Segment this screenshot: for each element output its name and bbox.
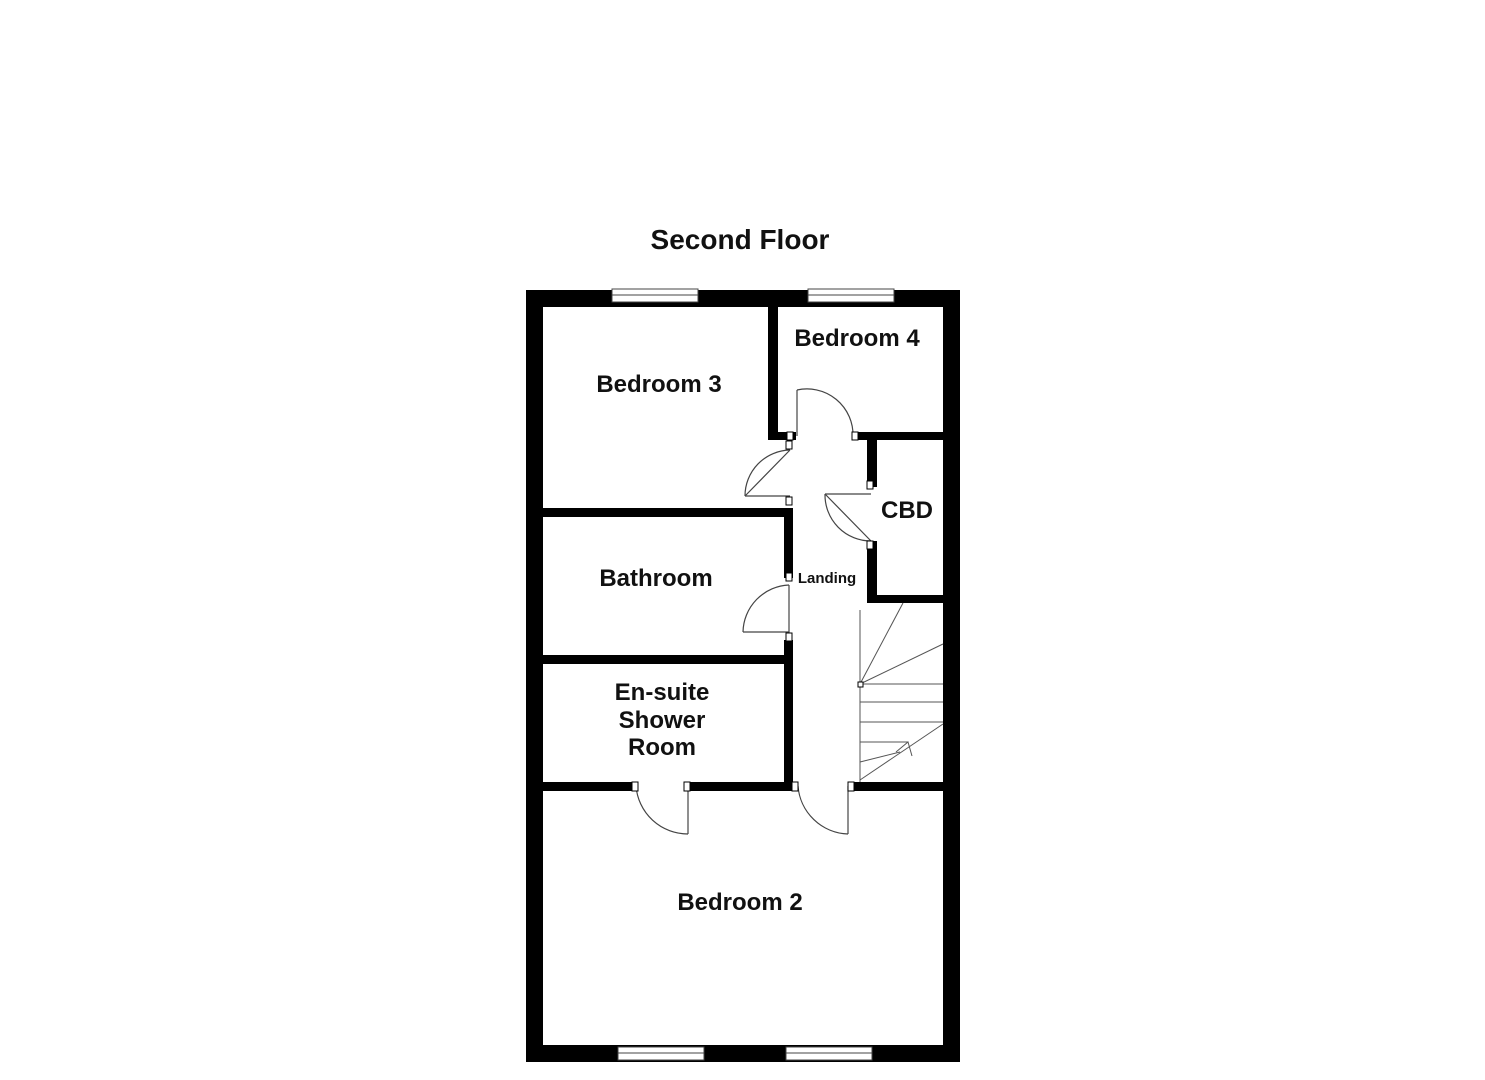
floor-title: Second Floor [651, 224, 830, 255]
room-label-ensuite-line-3: Room [628, 734, 696, 761]
room-label-ensuite-line-1: En-suite [615, 679, 710, 706]
room-label-bedroom-4: Bedroom 4 [794, 325, 920, 352]
room-label-bathroom: Bathroom [599, 565, 712, 592]
room-label-bedroom-3: Bedroom 3 [596, 371, 721, 398]
door-jamb [631, 431, 874, 792]
internal-walls [543, 307, 943, 791]
window [611, 288, 895, 1061]
outer-walls [526, 290, 960, 1062]
room-label-landing: Landing [798, 570, 856, 587]
room-label-ensuite-line-2: Shower [619, 707, 706, 734]
staircase [859, 602, 944, 782]
room-label-cbd: CBD [881, 497, 933, 524]
stair-newel [857, 681, 864, 688]
door [635, 388, 872, 835]
room-label-bedroom-2: Bedroom 2 [677, 889, 802, 916]
